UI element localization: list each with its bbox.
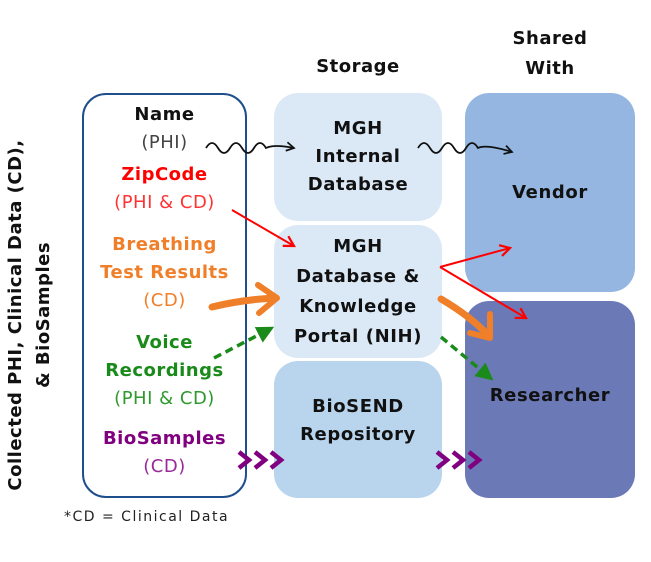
storage-1-line1: MGH: [333, 118, 383, 139]
arrow-breathing-to-portal: [208, 282, 280, 316]
footnote: *CD = Clinical Data: [64, 509, 230, 525]
storage-heading: Storage: [316, 56, 400, 77]
storage-2-line4: Portal (NIH): [293, 325, 423, 347]
shared-vendor-box: Vendor: [465, 93, 635, 292]
item-name-subtitle: (PHI): [141, 132, 188, 153]
arrow-biosamples-to-biosend: [237, 450, 285, 470]
storage-1-line2: Internal: [315, 146, 401, 167]
storage-2-line3: Knowledge: [299, 295, 417, 317]
storage-3-line2: Repository: [300, 423, 416, 445]
arrow-internal-db-to-vendor: [417, 142, 514, 155]
item-biosamples-subtitle: (CD): [143, 456, 186, 477]
storage-1-line3: Database: [307, 174, 409, 195]
item-zipcode-subtitle: (PHI & CD): [114, 192, 215, 213]
arrow-zipcode-to-portal: [231, 209, 296, 248]
arrow-biosend-to-researcher: [435, 450, 483, 470]
item-voice-recordings: Voice Recordings (PHI & CD): [84, 329, 245, 413]
shared-heading-line1: Shared: [512, 28, 588, 49]
item-biosamples-title: BioSamples: [102, 428, 227, 449]
item-zipcode: ZipCode (PHI & CD): [84, 161, 245, 217]
item-breathing-title-line2: Test Results: [100, 262, 229, 283]
storage-2-line1: MGH: [333, 235, 383, 257]
storage-3-line1: BioSEND: [312, 395, 404, 417]
storage-mgh-internal-database: MGH Internal Database: [274, 93, 442, 221]
researcher-label: Researcher: [489, 384, 611, 406]
item-voice-title-line2: Recordings: [105, 360, 224, 381]
item-biosamples: BioSamples (CD): [84, 425, 245, 481]
item-name-title: Name: [134, 104, 195, 125]
collected-data-box: Name (PHI) ZipCode (PHI & CD) Breathing …: [82, 93, 247, 498]
shared-researcher-box: Researcher: [465, 301, 635, 498]
item-breathing-title-line1: Breathing: [112, 234, 217, 255]
item-voice-subtitle: (PHI & CD): [114, 388, 215, 409]
arrow-voice-to-portal: [213, 326, 275, 360]
shared-with-heading: Shared With: [465, 24, 635, 84]
storage-biosend-repository: BioSEND Repository: [274, 361, 442, 498]
storage-mgh-knowledge-portal: MGH Database & Knowledge Portal (NIH): [274, 225, 442, 358]
storage-2-line2: Database &: [296, 265, 420, 287]
item-zipcode-title: ZipCode: [121, 164, 208, 185]
item-breathing-subtitle: (CD): [143, 290, 186, 311]
arrow-portal-to-researcher-brush: [437, 295, 493, 341]
vendor-label: Vendor: [512, 181, 588, 203]
arrow-portal-to-vendor: [439, 244, 513, 268]
item-breathing-test: Breathing Test Results (CD): [84, 231, 245, 315]
item-voice-title-line1: Voice: [136, 332, 193, 353]
arrow-portal-to-researcher-dashed: [439, 335, 494, 381]
item-name: Name (PHI): [84, 101, 245, 157]
arrow-name-to-internal-db: [205, 141, 296, 154]
shared-heading-line2: With: [525, 58, 575, 79]
arrow-portal-to-researcher: [439, 266, 528, 320]
